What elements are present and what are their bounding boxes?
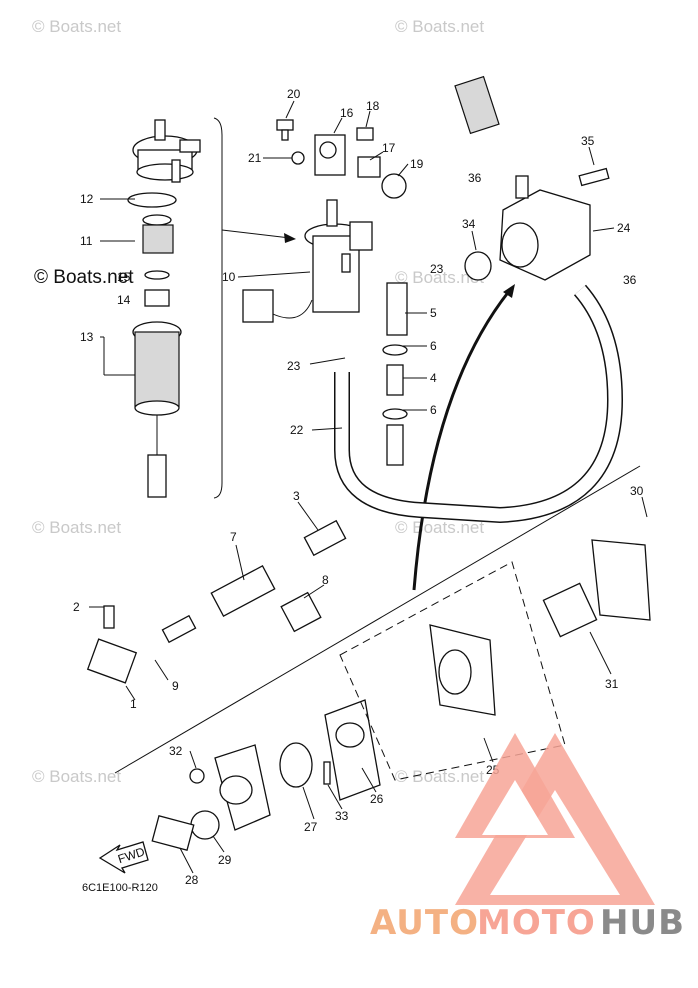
fuel-filter-assembly xyxy=(127,119,201,498)
arrow-head xyxy=(284,233,296,243)
watermark: © Boats.net xyxy=(395,767,484,786)
logo-text-hub: HUB xyxy=(600,903,685,943)
callout-22: 22 xyxy=(290,423,304,437)
lower-assembly xyxy=(86,519,651,852)
callout-26: 26 xyxy=(370,792,384,806)
watermark: © Boats.net xyxy=(395,268,484,287)
section-divider xyxy=(114,465,641,774)
diagram-code: 6C1E100-R120 xyxy=(82,882,158,894)
callout-7: 7 xyxy=(230,530,237,544)
callout-4: 4 xyxy=(430,371,437,385)
callout-21: 21 xyxy=(248,151,262,165)
automotohub-logo: AUTO MOTO HUB xyxy=(370,733,685,943)
callout-5: 5 xyxy=(430,306,437,320)
callout-28: 28 xyxy=(185,873,199,887)
callout-8: 8 xyxy=(322,573,329,587)
fwd-arrow: FWD xyxy=(98,841,149,874)
callout-14: 14 xyxy=(117,293,131,307)
callout-33: 33 xyxy=(335,809,349,823)
callout-1: 1 xyxy=(130,697,137,711)
leader-lines xyxy=(89,100,648,874)
fuel-pump xyxy=(454,75,610,281)
watermark: © Boats.net xyxy=(32,767,121,786)
callout-2: 2 xyxy=(73,600,80,614)
group-bracket xyxy=(213,117,223,499)
logo-text-moto: MOTO xyxy=(477,903,596,943)
callout-27: 27 xyxy=(304,820,318,834)
callout-19: 19 xyxy=(410,157,424,171)
callout-10: 10 xyxy=(222,270,236,284)
separator-assembly xyxy=(242,119,408,466)
callout-20: 20 xyxy=(287,87,301,101)
callout-17: 17 xyxy=(382,141,396,155)
callout-3: 3 xyxy=(293,489,300,503)
hose xyxy=(334,284,624,524)
callout-11: 11 xyxy=(80,234,93,248)
hose-inner xyxy=(335,285,622,522)
flow-arrow-head xyxy=(503,284,515,298)
watermark: © Boats.net xyxy=(32,518,121,537)
callout-6b: 6 xyxy=(430,403,437,417)
callout-6a: 6 xyxy=(430,339,437,353)
callout-36a: 36 xyxy=(468,171,482,185)
callout-9: 9 xyxy=(172,679,179,693)
callout-29: 29 xyxy=(218,853,232,867)
watermark: © Boats.net xyxy=(32,17,121,36)
callout-24: 24 xyxy=(617,221,631,235)
watermark: © Boats.net xyxy=(395,518,484,537)
callout-18: 18 xyxy=(366,99,380,113)
callout-32: 32 xyxy=(169,744,183,758)
bracket-arrow xyxy=(221,229,291,239)
callout-12: 12 xyxy=(80,192,94,206)
callout-34: 34 xyxy=(462,217,476,231)
callout-23a: 23 xyxy=(430,262,444,276)
flow-arrow xyxy=(412,289,512,591)
callout-35: 35 xyxy=(581,134,595,148)
callout-31: 31 xyxy=(605,677,619,691)
kit-outline xyxy=(339,561,566,781)
watermark-dark: © Boats.net xyxy=(34,267,134,288)
callout-16: 16 xyxy=(340,106,354,120)
callout-30: 30 xyxy=(630,484,644,498)
callout-13: 13 xyxy=(80,330,94,344)
callout-36b: 36 xyxy=(623,273,637,287)
callout-23b: 23 xyxy=(287,359,301,373)
watermark: © Boats.net xyxy=(395,17,484,36)
callout-15: 15 xyxy=(117,270,131,284)
logo-text-auto: AUTO xyxy=(370,903,479,943)
